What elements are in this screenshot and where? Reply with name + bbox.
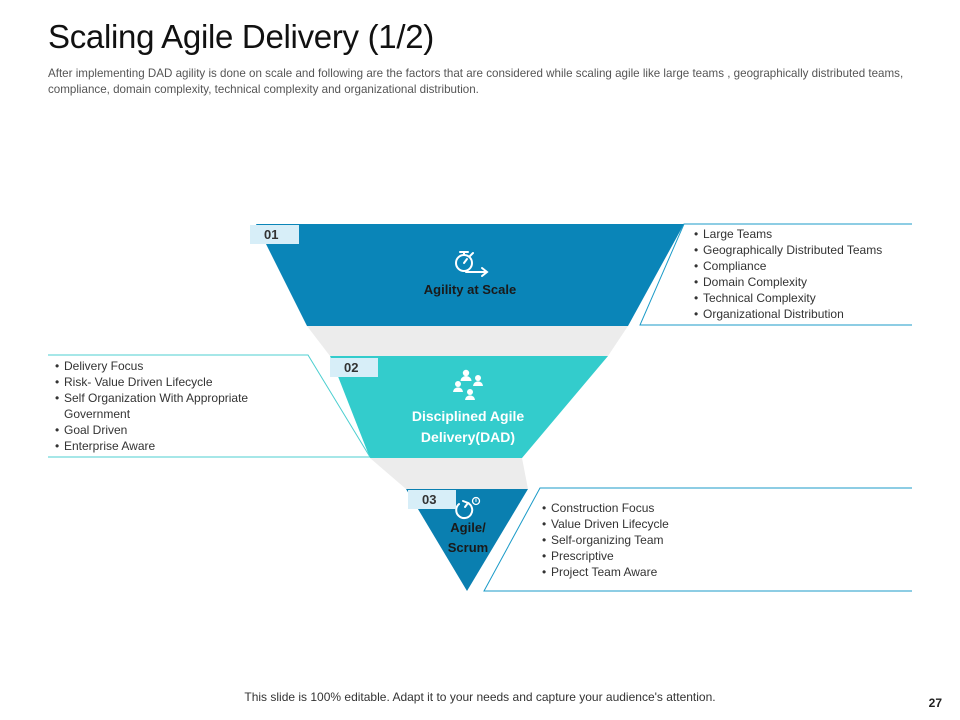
stopwatch-arrow-icon [455,251,489,277]
stage-2-label: Disciplined Agile Delivery(DAD) [411,408,525,445]
stage-1-shape [256,224,684,326]
list-item: Geographically Distributed Teams [694,242,909,258]
list-item: Self-organizing Team [542,532,772,548]
list-item: Construction Focus [542,500,772,516]
list-item: Delivery Focus [55,358,280,374]
stage-3-label: Agile/ Scrum [447,520,489,555]
list-item: Compliance [694,258,909,274]
callout-1-outline [639,223,912,326]
stage-1-bullet-list: Large Teams Geographically Distributed T… [694,226,909,322]
list-item: Organizational Distribution [694,306,909,322]
list-item: Project Team Aware [542,564,772,580]
stage-number-badge: 01 [250,225,299,244]
stage-number-badge: 02 [330,358,378,377]
list-item: Risk- Value Driven Lifecycle [55,374,280,390]
connector-1-2 [307,326,628,356]
stage-2-bullet-list: Delivery Focus Risk- Value Driven Lifecy… [55,358,280,454]
list-item: Technical Complexity [694,290,909,306]
stage-3-bullet-list: Construction Focus Value Driven Lifecycl… [542,500,772,580]
footer-note: This slide is 100% editable. Adapt it to… [244,690,716,704]
stage-1-label: Agility at Scale [423,282,517,297]
callout-2-outline [48,354,371,458]
callout-3-outline [483,487,912,592]
list-item: Value Driven Lifecycle [542,516,772,532]
list-item: Domain Complexity [694,274,909,290]
sprint-cycle-icon [455,496,481,520]
list-item: Prescriptive [542,548,772,564]
team-network-icon [453,369,483,400]
slide-title: Scaling Agile Delivery (1/2) [48,18,434,55]
slide-subtitle: After implementing DAD agility is done o… [48,67,904,96]
list-item: Goal Driven [55,422,280,438]
stage-2-shape [330,356,608,458]
page-number: 27 [928,696,942,710]
stage-3-shape [406,489,528,591]
stage-number-badge: 03 [408,490,456,509]
list-item: Self Organization With Appropriate Gover… [55,390,280,422]
list-item: Enterprise Aware [55,438,280,454]
connector-2-3 [370,458,528,489]
list-item: Large Teams [694,226,909,242]
